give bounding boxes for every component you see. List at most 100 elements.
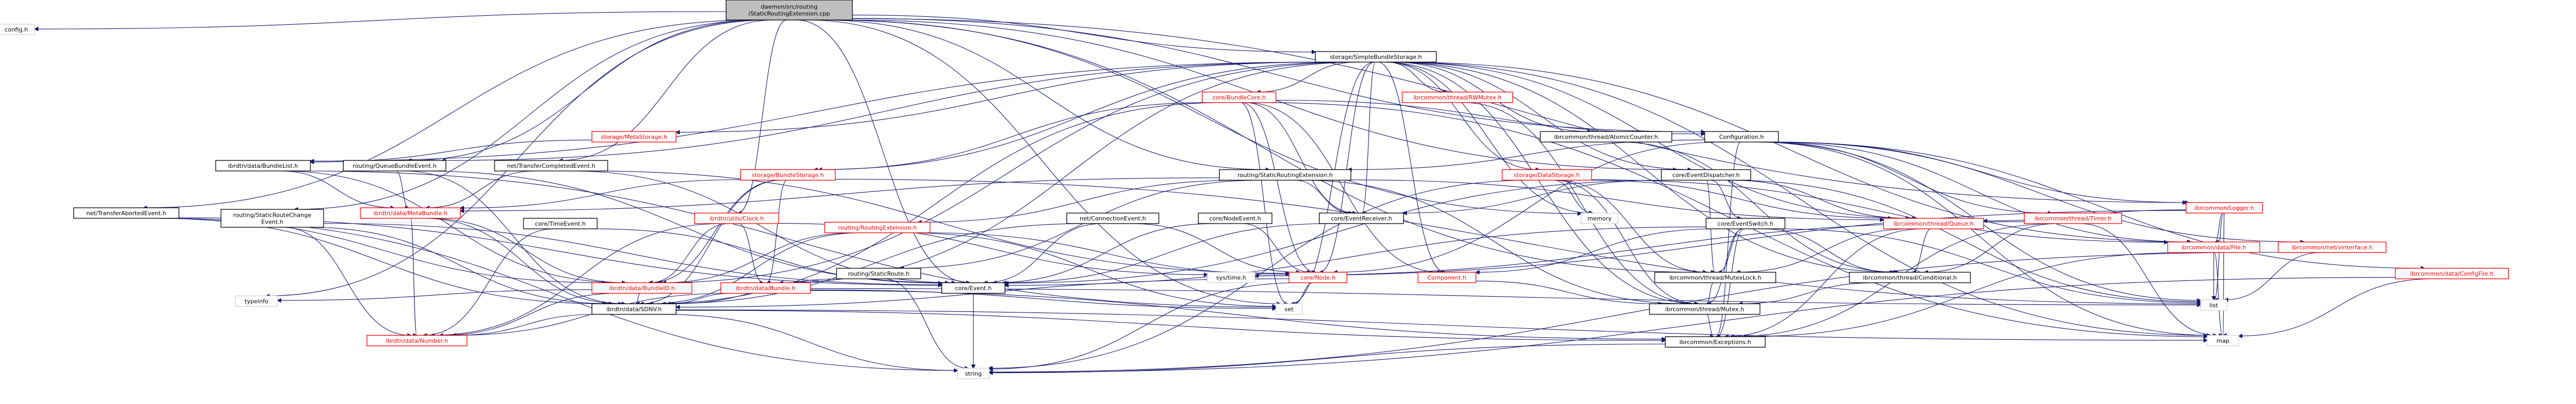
edge-conditional-h-to-mutex-h [1739, 282, 1876, 304]
node-queue-h[interactable]: ibrcommon/thread/Queue.h [1883, 218, 1984, 229]
node-clock-h[interactable]: ibrdtn/utils/Clock.h [694, 213, 779, 224]
node-conditional-h[interactable]: ibrcommon/thread/Conditional.h [1849, 271, 1971, 284]
edge-time-event-h-to-number-h [424, 228, 554, 336]
edge-logger-h-to-sys-time-h [1255, 210, 2187, 276]
node-label: ibrcommon/thread/Mutex.h [1665, 306, 1744, 313]
node-exceptions-h[interactable]: ibrcommon/Exceptions.h [1665, 336, 1766, 348]
node-rwmutex-h[interactable]: ibrcommon/thread/RWMutex.h [1402, 92, 1513, 103]
node-box [836, 268, 921, 279]
edge-root-to-simple-bundle-storage-h [852, 15, 1315, 52]
edge-bundleid-h-to-number-h [439, 292, 620, 336]
edge-sdnv-h-to-string [661, 314, 958, 371]
edge-static-route-h-to-string [883, 278, 969, 368]
node-bundle-h[interactable]: ibrdtn/data/Bundle.h [720, 282, 811, 294]
node-label: ibrdtn/data/SDNV.h [606, 306, 661, 313]
node-event-receiver-h[interactable]: core/EventReceiver.h [1319, 213, 1404, 224]
node-node-event-h[interactable]: core/NodeEvent.h [1198, 213, 1273, 224]
node-box [1219, 169, 1352, 181]
edge-metabundle-h-to-sdnv-h [422, 218, 621, 304]
node-static-route-h[interactable]: routing/StaticRoute.h [836, 268, 921, 279]
node-configfile-h[interactable]: ibrcommon/data/ConfigFile.h [2394, 268, 2509, 279]
node-box [220, 209, 324, 228]
edge-simple-bundle-storage-h-to-event-dispatcher-h [1390, 62, 1692, 170]
node-node-h[interactable]: core/Node.h [1289, 271, 1347, 284]
edge-bundle-core-h-to-bundle-storage-h [819, 102, 1209, 170]
node-string: string [957, 368, 990, 379]
node-label: ibrcommon/thread/Timer.h [2035, 215, 2112, 222]
edge-configuration-h-to-timer-h [1763, 142, 2052, 213]
edge-bundle-h-to-sdnv-h [667, 292, 733, 304]
node-sys-time-h: sys/time.h [1207, 271, 1255, 284]
node-simple-bundle-storage-h[interactable]: storage/SimpleBundleStorage.h [1315, 51, 1437, 63]
node-label: Component.h [1427, 275, 1466, 281]
node-atomic-counter-h[interactable]: ibrcommon/thread/AtomicCounter.h [1539, 131, 1673, 143]
edge-queue-h-to-exceptions-h [1725, 228, 1924, 337]
node-box [1319, 213, 1404, 224]
node-file-h[interactable]: ibrcommon/data/File.h [2167, 241, 2260, 253]
edge-event-receiver-h-to-event-h [1003, 223, 1332, 283]
edge-bundle-core-h-to-set [1240, 102, 1287, 304]
node-box [2278, 241, 2387, 253]
edge-static-routing-extension-h-to-queue-h [1351, 179, 1884, 220]
node-set: set [1275, 303, 1303, 315]
node-label: ibrdtn/data/Bundle.h [736, 285, 796, 292]
node-static-routing-extension-h[interactable]: routing/StaticRoutingExtension.h [1219, 169, 1352, 181]
node-time-event-h[interactable]: core/TimeEvent.h [523, 218, 598, 229]
edge-simple-bundle-storage-h-to-queue-bundle-event-h [442, 62, 1329, 160]
node-box [2394, 268, 2509, 279]
node-mutexlock-h[interactable]: ibrcommon/thread/MutexLock.h [1654, 271, 1776, 284]
node-data-storage-h[interactable]: storage/DataStorage.h [1502, 169, 1592, 181]
edge-event-dispatcher-h-to-event-switch-h [1710, 179, 1742, 219]
node-sdnv-h[interactable]: ibrdtn/data/SDNV.h [591, 303, 677, 315]
node-box [1649, 303, 1760, 315]
edge-bundlelist-h-to-metabundle-h [279, 170, 394, 208]
node-bundlelist-h[interactable]: ibrdtn/data/BundleList.h [215, 160, 311, 171]
node-number-h[interactable]: ibrdtn/data/Number.h [366, 335, 468, 347]
edge-component-h-to-mutex-h [1475, 280, 1662, 304]
node-label: set [1285, 306, 1294, 313]
node-transfer-aborted-event-h[interactable]: net/TransferAbortedEvent.h [73, 207, 179, 219]
node-mutex-h[interactable]: ibrcommon/thread/Mutex.h [1649, 303, 1760, 315]
node-metabundle-h[interactable]: ibrdtn/data/MetaBundle.h [360, 207, 461, 219]
node-label: ibrdtn/data/BundleList.h [228, 163, 298, 169]
node-bundle-storage-h[interactable]: storage/BundleStorage.h [740, 169, 836, 181]
edge-mutexlock-h-to-mutex-h [1706, 282, 1714, 304]
node-box [2167, 241, 2260, 253]
node-vinterface-h[interactable]: ibrcommon/net/vinterface.h [2278, 241, 2387, 253]
node-queue-bundle-event-h[interactable]: routing/QueueBundleEvent.h [343, 160, 447, 171]
edge-transfer-aborted-event-h-to-event-h [178, 217, 942, 285]
node-timer-h[interactable]: ibrcommon/thread/Timer.h [2024, 213, 2122, 224]
node-list: list [2200, 299, 2228, 311]
edge-connection-event-h-to-event-h [984, 223, 1103, 283]
node-label: core/BundleCore.h [1212, 94, 1266, 101]
node-label: storage/SimpleBundleStorage.h [1330, 54, 1422, 60]
edge-node-event-h-to-node-h [1242, 223, 1311, 272]
node-component-h[interactable]: Component.h [1417, 271, 1476, 284]
edge-clock-h-to-bundleid-h [649, 223, 730, 283]
node-logger-h[interactable]: ibrcommon/Logger.h [2186, 202, 2263, 214]
edge-bundle-storage-h-to-bundle-h [767, 179, 787, 283]
edge-data-storage-h-to-memory [1553, 179, 1593, 214]
node-bundle-core-h[interactable]: core/BundleCore.h [1202, 92, 1276, 103]
edge-exceptions-h-to-string [989, 344, 1666, 373]
node-metastorage-h[interactable]: storage/MetaStorage.h [591, 131, 677, 143]
edge-event-switch-h-to-list [1775, 228, 2201, 303]
node-event-switch-h[interactable]: core/EventSwitch.h [1705, 218, 1786, 229]
node-label: ibrcommon/thread/MutexLock.h [1669, 275, 1761, 281]
node-bundleid-h[interactable]: ibrdtn/data/BundleID.h [591, 282, 692, 294]
edge-simple-bundle-storage-h-to-memory [1383, 62, 1592, 213]
node-box [1705, 218, 1786, 229]
edge-simple-bundle-storage-h-to-metastorage-h [676, 62, 1327, 132]
edge-configuration-h-to-exceptions-h [1716, 142, 1741, 337]
node-transfer-completed-event-h[interactable]: net/TransferCompletedEvent.h [494, 160, 608, 171]
node-label: ibrdtn/utils/Clock.h [709, 215, 764, 222]
node-event-h[interactable]: core/Event.h [941, 282, 1005, 294]
edge-timer-h-to-map [2079, 223, 2216, 336]
node-event-dispatcher-h[interactable]: core/EventDispatcher.h [1661, 169, 1752, 181]
node-connection-event-h[interactable]: net/ConnectionEvent.h [1066, 213, 1160, 224]
edge-node-h-to-set [1294, 282, 1313, 304]
node-configuration-h[interactable]: Configuration.h [1704, 131, 1779, 143]
node-box [215, 160, 311, 171]
node-routing-extension-h[interactable]: routing/RoutingExtension.h [824, 221, 931, 234]
